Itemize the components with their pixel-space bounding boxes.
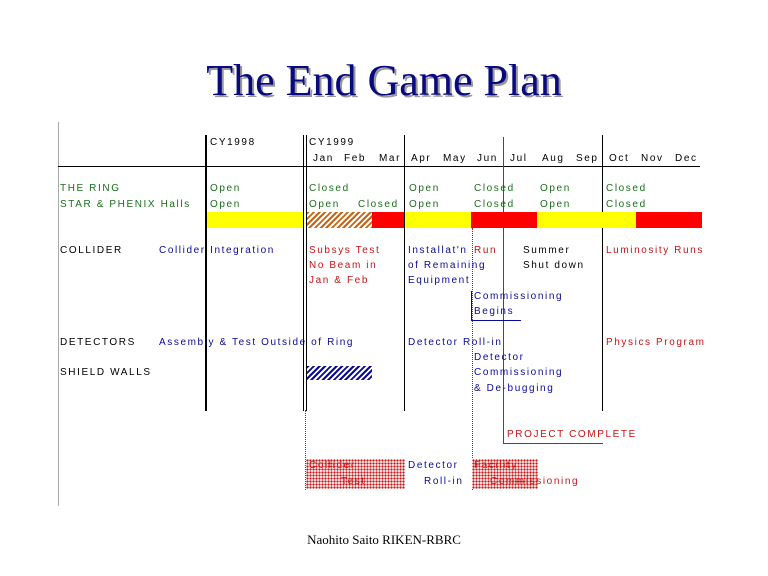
subsys-text: Subsys Test bbox=[309, 245, 381, 256]
bar-closed bbox=[636, 212, 702, 228]
halls-status: Closed bbox=[606, 199, 647, 210]
detector-rollin-text: Roll-in bbox=[424, 476, 464, 487]
bar-open bbox=[405, 212, 471, 228]
month: Jun bbox=[477, 153, 498, 164]
rollin-text: Detector Roll-in bbox=[408, 337, 503, 348]
month: Mar bbox=[379, 153, 402, 164]
month: Apr bbox=[411, 153, 432, 164]
commissioning-text: Begins bbox=[474, 306, 515, 317]
collider-test-text: Collider bbox=[309, 460, 356, 471]
divider-1999a bbox=[303, 135, 304, 411]
shield-bar bbox=[307, 366, 372, 380]
month: Oct bbox=[609, 153, 630, 164]
install-text: Equipment bbox=[408, 275, 471, 286]
header-divider bbox=[58, 166, 700, 167]
detector-rollin-text: Detector bbox=[408, 460, 459, 471]
facility-text: Commissioning bbox=[490, 476, 580, 487]
detector-comm-text: Commissioning bbox=[474, 367, 564, 378]
physics-program: Physics Program bbox=[606, 337, 706, 348]
ring-status: Closed bbox=[606, 183, 647, 194]
year-1998: CY1998 bbox=[210, 137, 256, 148]
slide-title: The End Game Plan bbox=[206, 56, 562, 105]
halls-status: Open bbox=[409, 199, 440, 210]
comm-bracket-h bbox=[471, 320, 521, 321]
facility-box bbox=[472, 459, 538, 489]
summer-text: Summer bbox=[523, 245, 571, 256]
row-halls: STAR & PHENIX Halls bbox=[60, 199, 191, 210]
subsys-text: No Beam in bbox=[309, 260, 378, 271]
bar-open bbox=[207, 212, 303, 228]
ring-status: Open bbox=[409, 183, 440, 194]
comm-bracket-v bbox=[471, 291, 472, 321]
bar-transition bbox=[307, 212, 372, 228]
run-text: Run bbox=[474, 245, 498, 256]
luminosity-runs: Luminosity Runs bbox=[606, 245, 704, 256]
month: Feb bbox=[344, 153, 367, 164]
ring-status: Open bbox=[210, 183, 241, 194]
bar-closed bbox=[471, 212, 537, 228]
halls-status: Open bbox=[210, 199, 241, 210]
assembly-text: Assembly & Test Outside of Ring bbox=[159, 337, 355, 348]
month: Aug bbox=[542, 153, 565, 164]
ring-status: Open bbox=[540, 183, 571, 194]
month: Jul bbox=[510, 153, 528, 164]
detector-comm-text: & De-bugging bbox=[474, 383, 555, 394]
install-text: Installat'n bbox=[408, 245, 468, 256]
summer-text: Shut down bbox=[523, 260, 585, 271]
subsys-text: Jan & Feb bbox=[309, 275, 369, 286]
halls-status: Open bbox=[540, 199, 571, 210]
footer-author: Naohito Saito RIKEN-RBRC bbox=[307, 532, 461, 547]
ring-status: Closed bbox=[309, 183, 350, 194]
bar-open bbox=[537, 212, 636, 228]
collider-integration: Collider Integration bbox=[159, 245, 275, 256]
detector-comm-text: Detector bbox=[474, 352, 525, 363]
bar-closed bbox=[372, 212, 404, 228]
collider-test-text: Test bbox=[341, 476, 366, 487]
project-line bbox=[503, 137, 504, 443]
halls-status: Open bbox=[309, 199, 340, 210]
year-1999: CY1999 bbox=[309, 137, 355, 148]
month: May bbox=[443, 153, 467, 164]
project-line-h bbox=[503, 443, 603, 444]
divider-apr bbox=[404, 135, 405, 411]
halls-status: Closed bbox=[474, 199, 515, 210]
row-collider: COLLIDER bbox=[60, 245, 123, 256]
project-complete: PROJECT COMPLETE bbox=[507, 429, 637, 440]
row-shield: SHIELD WALLS bbox=[60, 367, 152, 378]
facility-text: Facility bbox=[474, 460, 518, 471]
left-border bbox=[58, 122, 59, 506]
halls-status: Closed bbox=[358, 199, 399, 210]
dotted-line-jun bbox=[472, 228, 473, 490]
month: Sep bbox=[576, 153, 599, 164]
divider-1999b bbox=[306, 135, 307, 411]
row-detectors: DETECTORS bbox=[60, 337, 136, 348]
month: Jan bbox=[313, 153, 334, 164]
month: Nov bbox=[641, 153, 664, 164]
dotted-line-jan bbox=[305, 410, 306, 490]
ring-status: Closed bbox=[474, 183, 515, 194]
divider-1998 bbox=[205, 135, 207, 411]
install-text: of Remaining bbox=[408, 260, 487, 271]
row-ring: THE RING bbox=[60, 183, 121, 194]
collider-test-box bbox=[306, 459, 405, 489]
divider-oct bbox=[602, 135, 603, 411]
month: Dec bbox=[675, 153, 698, 164]
commissioning-text: Commissioning bbox=[474, 291, 564, 302]
